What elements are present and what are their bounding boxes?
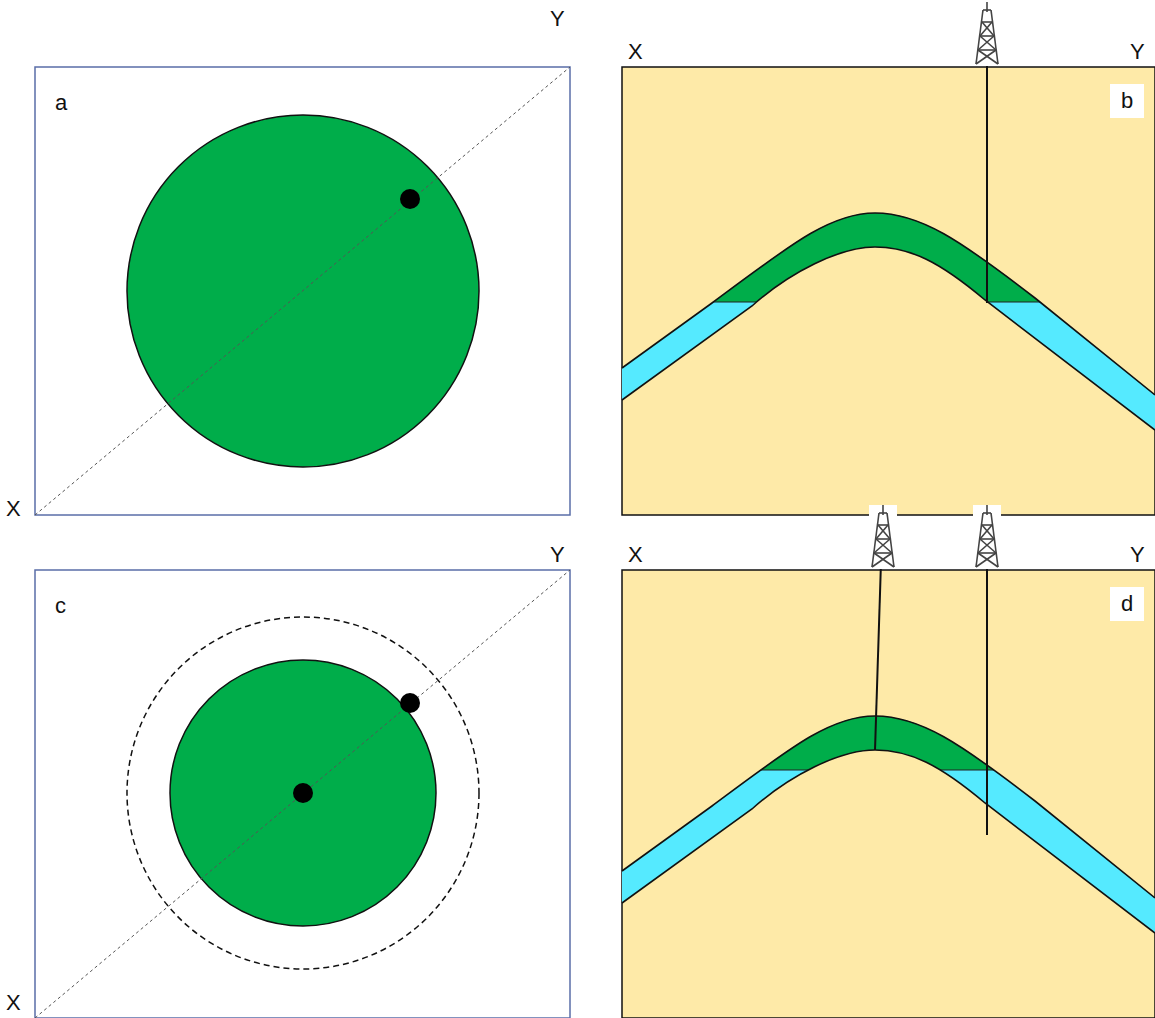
- panel-letter: a: [55, 90, 67, 116]
- axis-end-label: X: [6, 990, 21, 1016]
- axis-end-label: X: [628, 542, 643, 568]
- panel-letter: d: [1110, 587, 1144, 621]
- map-panel-c: [35, 570, 570, 1018]
- axis-end-label: Y: [1130, 542, 1145, 568]
- axis-end-label: Y: [1130, 39, 1145, 65]
- axis-end-label: Y: [550, 542, 565, 568]
- axis-end-label: Y: [550, 6, 565, 32]
- axis-end-label: X: [6, 496, 21, 522]
- map-panel-a: [35, 67, 570, 515]
- panel-letter: c: [55, 593, 66, 619]
- axis-end-label: X: [628, 39, 643, 65]
- panel-letter: b: [1110, 84, 1144, 118]
- section-panel-b: [600, 2, 1155, 515]
- section-panel-d: [600, 505, 1155, 1018]
